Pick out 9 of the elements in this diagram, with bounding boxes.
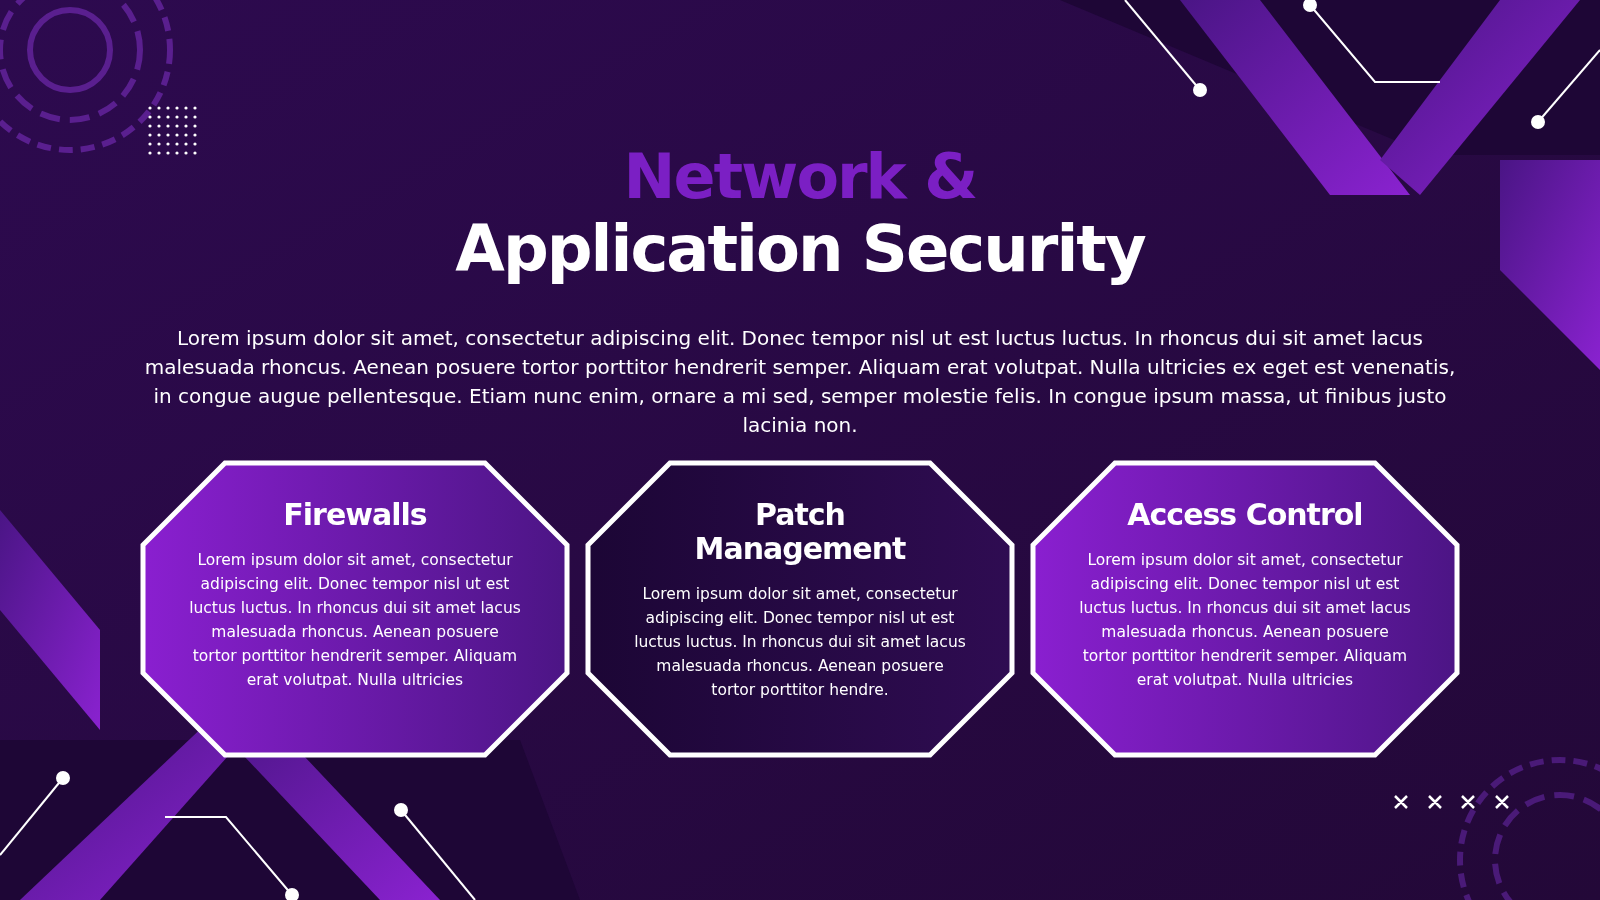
card-heading: Access Control: [1127, 498, 1363, 532]
intro-paragraph: Lorem ipsum dolor sit amet, consectetur adipiscing elit. Donec tempor nisl ut est luctus luctus. In rhoncus dui sit amet lacus malesuada rhoncus. Aenean posuere tortor porttitor hendrerit semper. Aliquam erat volutpat. Nulla ultricies ex eget est venenatis, in congue augue pellentesque. Etiam nunc enim, ornare a mi sed, semper molestie felis. In congue ipsum massa, ut finibus justo lacinia non.: [143, 325, 1457, 439]
card-heading: Firewalls: [283, 498, 427, 532]
card-body-text: Lorem ipsum dolor sit amet, consectetur adipiscing elit. Donec tempor nisl ut est luctus luctus. In rhoncus dui sit amet lacus malesuada rhoncus. Aenean posuere tortor porttitor hendre.: [633, 584, 967, 701]
card-heading: Patch Management: [693, 498, 907, 566]
card-body-text: Lorem ipsum dolor sit amet, consectetur adipiscing elit. Donec tempor nisl ut est luctus luctus. In rhoncus dui sit amet lacus malesuada rhoncus. Aenean posuere tortor porttitor hendrerit semper. Aliquam erat volutpat. Nulla ultricies: [1078, 550, 1412, 691]
title-line: Network &: [622, 140, 978, 213]
title-line: Application Security: [454, 212, 1147, 286]
card-body-text: Lorem ipsum dolor sit amet, consectetur adipiscing elit. Donec tempor nisl ut est luctus luctus. In rhoncus dui sit amet lacus malesuada rhoncus. Aenean posuere tortor porttitor hendrerit semper. Aliquam erat volutpat. Nulla ultricies: [188, 550, 522, 691]
